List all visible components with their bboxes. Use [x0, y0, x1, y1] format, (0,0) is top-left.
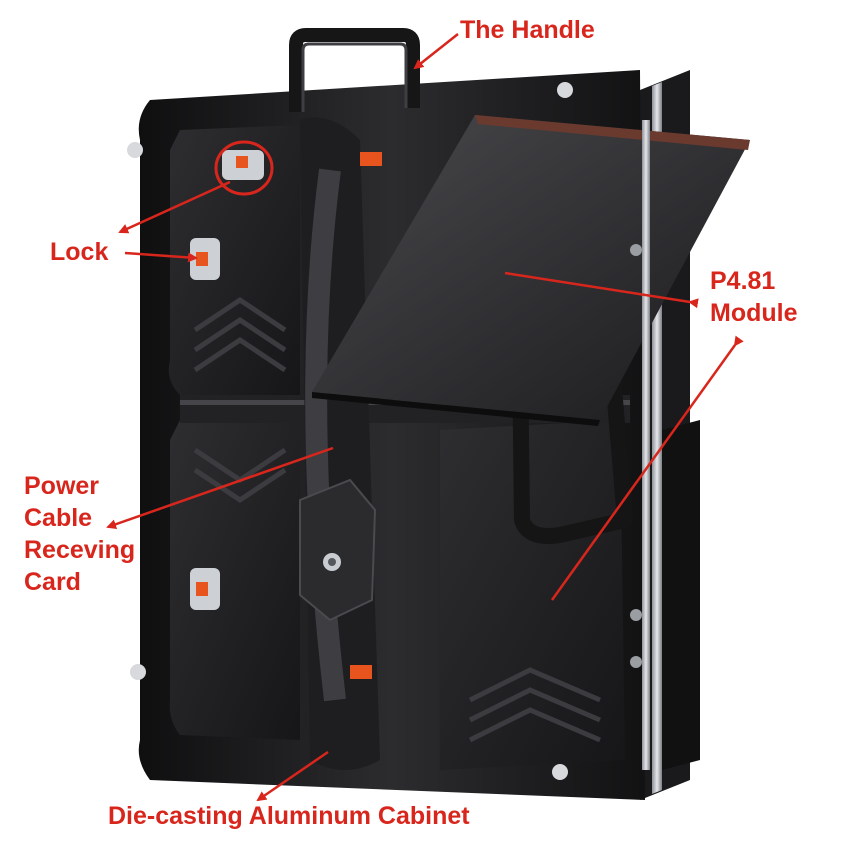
label-power-cable: Power Cable Receving Card: [24, 470, 135, 598]
lock-highlight-circle: [214, 140, 274, 196]
handle-graphic: [289, 28, 420, 112]
label-lock: Lock: [50, 236, 108, 268]
receiving-card-housing: [299, 478, 377, 622]
side-rail-bolts: [630, 244, 642, 668]
callout-arrows: [106, 33, 744, 802]
label-module-line-2: Module: [710, 299, 798, 327]
panel-bottom-left: [169, 420, 300, 740]
steel-side-rail: [642, 120, 650, 770]
label-the-handle: The Handle: [460, 14, 595, 46]
lock-arrow-middle: [124, 251, 198, 263]
label-power-line-1: Power: [24, 472, 100, 500]
lock-arrow-top: [118, 180, 231, 234]
panel-bottom-right: [440, 420, 625, 770]
lock-graphic-middle: [190, 238, 220, 280]
label-power-line-3: Receving: [24, 536, 136, 564]
led-module-graphic: [312, 115, 750, 426]
orange-tab-bottom: [350, 665, 372, 679]
label-power-line-4: Card: [24, 568, 81, 596]
lock-graphic-top: [222, 150, 264, 180]
module-arrow-lower: [550, 335, 744, 601]
label-lock-text: Lock: [50, 238, 109, 266]
module-arrow: [504, 271, 699, 309]
label-power-line-2: Cable: [24, 504, 93, 532]
handle-arrow: [413, 33, 459, 70]
label-module: P4.81 Module: [710, 265, 798, 329]
label-the-handle-text: The Handle: [460, 16, 595, 44]
power-cable-arrow: [106, 446, 334, 530]
corner-brackets: [127, 82, 573, 780]
receiving-card-connector-core: [328, 558, 336, 566]
label-cabinet: Die-casting Aluminum Cabinet: [108, 800, 470, 832]
cabinet-arrow: [256, 750, 329, 802]
label-module-line-1: P4.81: [710, 267, 776, 295]
label-cabinet-text: Die-casting Aluminum Cabinet: [108, 802, 470, 830]
lock-graphic-bottom: [190, 568, 220, 610]
module-side-edge: [662, 420, 700, 770]
panel-ribs: [193, 296, 601, 743]
orange-tab-top: [360, 152, 382, 166]
